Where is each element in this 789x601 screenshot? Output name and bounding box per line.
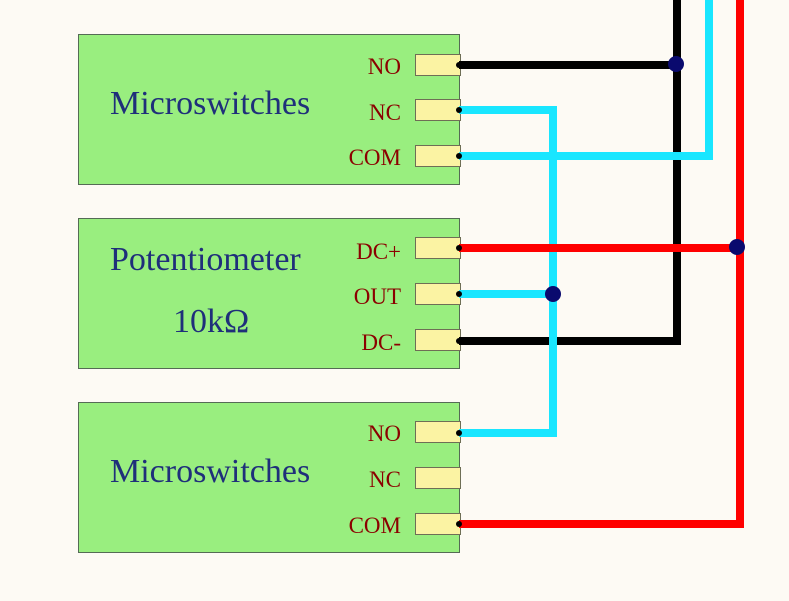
pin-label-no: NO — [367, 421, 401, 446]
module-title: Potentiometer — [110, 241, 301, 278]
junction-dot — [729, 239, 745, 255]
terminal-dot — [456, 245, 462, 251]
terminal-dot — [456, 338, 462, 344]
pin-label-com: COM — [348, 513, 401, 538]
junction-dot — [668, 56, 684, 72]
pin-label-dc-minus: DC- — [361, 330, 401, 355]
terminal-dot — [456, 291, 462, 297]
pin-label-nc: NC — [369, 100, 401, 125]
module-title: Microswitches — [110, 453, 311, 490]
terminal-dot — [456, 521, 462, 527]
cyan-wire — [459, 0, 713, 160]
terminal-dot — [456, 62, 462, 68]
junction-dot — [545, 286, 561, 302]
microswitches-top-module: Microswitches NO NC COM — [78, 34, 460, 185]
terminal-dot — [456, 153, 462, 159]
pin-label-com: COM — [348, 145, 401, 170]
pin-label-no: NO — [367, 54, 401, 79]
cyan-wire — [459, 106, 557, 437]
module-subtitle: 10kΩ — [173, 303, 250, 340]
red-wire — [459, 0, 744, 528]
terminal-dot — [456, 430, 462, 436]
pin-label-nc: NC — [369, 467, 401, 492]
microswitches-bottom-module: Microswitches NO NC COM — [78, 402, 460, 553]
terminal-dot — [456, 107, 462, 113]
potentiometer-module: Potentiometer 10kΩ DC+ OUT DC- — [78, 218, 460, 369]
module-title: Microswitches — [110, 85, 311, 122]
pin-label-dc-plus: DC+ — [356, 239, 401, 264]
terminal-ms2-nc — [415, 467, 461, 489]
pin-label-out: OUT — [353, 284, 401, 309]
black-wire — [459, 0, 681, 345]
